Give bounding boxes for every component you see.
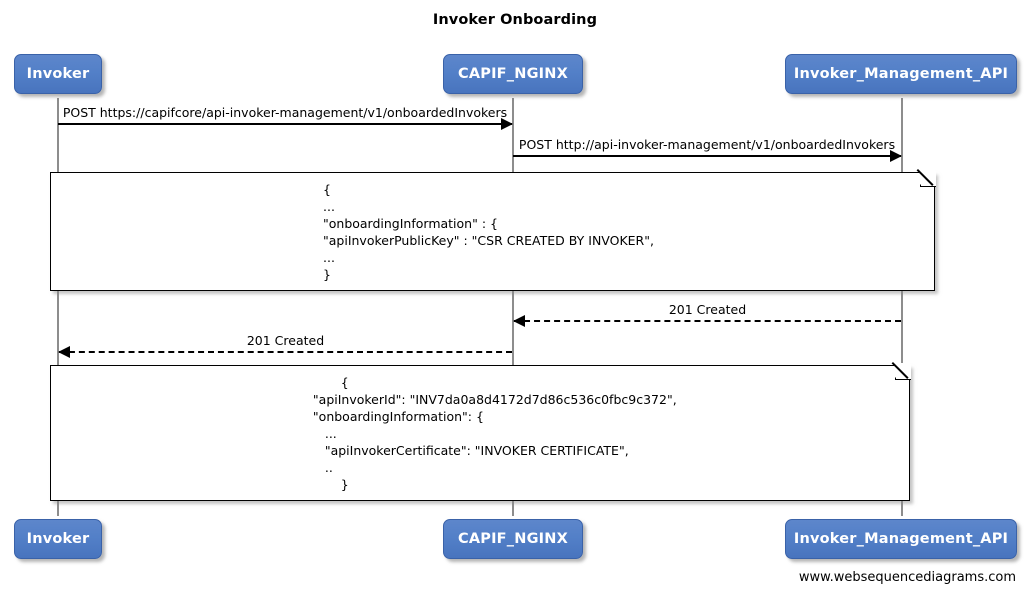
message-line bbox=[59, 351, 512, 353]
message-label: 201 Created bbox=[668, 302, 747, 317]
note-body: { "apiInvokerId": "INV7da0a8d4172d7d86c5… bbox=[51, 366, 1030, 500]
footer-credit: www.websequencediagrams.com bbox=[798, 570, 1016, 585]
note-onboarding-response-body: { "apiInvokerId": "INV7da0a8d4172d7d86c5… bbox=[50, 362, 911, 501]
note-onboarding-request-body: { ... "onboardingInformation" : { "apiIn… bbox=[50, 169, 936, 291]
lifeline-invoker bbox=[57, 98, 59, 516]
note-line: "apiInvokerCertificate": "INVOKER CERTIF… bbox=[301, 442, 629, 458]
note-line: "onboardingInformation": { bbox=[301, 408, 484, 424]
message-label: POST http://api-invoker-management/v1/on… bbox=[518, 137, 896, 152]
message-line bbox=[513, 155, 901, 157]
note-line: ... bbox=[323, 249, 335, 265]
message-201-created-to-invoker[interactable]: 201 Created bbox=[58, 333, 512, 358]
note-line: "apiInvokerId": "INV7da0a8d4172d7d86c536… bbox=[301, 391, 677, 407]
participant-capif-nginx-bottom[interactable]: CAPIF_NGINX bbox=[443, 519, 583, 559]
note-line: { bbox=[323, 181, 331, 197]
message-line bbox=[58, 123, 512, 125]
message-post-onboarded-invokers-http[interactable]: POST http://api-invoker-management/v1/on… bbox=[513, 137, 902, 162]
participant-capif-nginx-top[interactable]: CAPIF_NGINX bbox=[443, 54, 583, 94]
lifeline-invoker-management-api bbox=[901, 98, 903, 516]
participant-invoker-management-api-top[interactable]: Invoker_Management_API bbox=[785, 54, 1017, 94]
note-line: .. bbox=[301, 459, 333, 475]
arrow-head-right-icon bbox=[890, 150, 902, 162]
participant-invoker-management-api-bottom[interactable]: Invoker_Management_API bbox=[785, 519, 1017, 559]
arrow-head-left-icon bbox=[513, 315, 525, 327]
note-body: { ... "onboardingInformation" : { "apiIn… bbox=[51, 173, 1030, 290]
arrow-head-left-icon bbox=[58, 346, 70, 358]
note-line: } bbox=[323, 266, 331, 282]
lifeline-capif-nginx bbox=[512, 98, 514, 516]
message-post-onboarded-invokers-https[interactable]: POST https://capifcore/api-invoker-manag… bbox=[58, 105, 513, 130]
message-201-created-to-capif-nginx[interactable]: 201 Created bbox=[513, 302, 901, 327]
note-line: "apiInvokerPublicKey" : "CSR CREATED BY … bbox=[323, 232, 654, 248]
message-label: POST https://capifcore/api-invoker-manag… bbox=[62, 105, 508, 120]
arrow-head-right-icon bbox=[501, 118, 513, 130]
note-line: ... bbox=[301, 425, 337, 441]
note-line: { bbox=[301, 374, 349, 390]
page-title: Invoker Onboarding bbox=[432, 12, 598, 28]
note-line: ... bbox=[323, 198, 335, 214]
participant-invoker-top[interactable]: Invoker bbox=[14, 54, 102, 94]
message-line bbox=[514, 320, 901, 322]
note-line: } bbox=[301, 476, 349, 492]
note-line: "onboardingInformation" : { bbox=[323, 215, 498, 231]
message-label: 201 Created bbox=[246, 333, 325, 348]
note-fold-corner-icon bbox=[893, 362, 911, 381]
note-fold-corner-icon bbox=[918, 169, 936, 188]
participant-invoker-bottom[interactable]: Invoker bbox=[14, 519, 102, 559]
